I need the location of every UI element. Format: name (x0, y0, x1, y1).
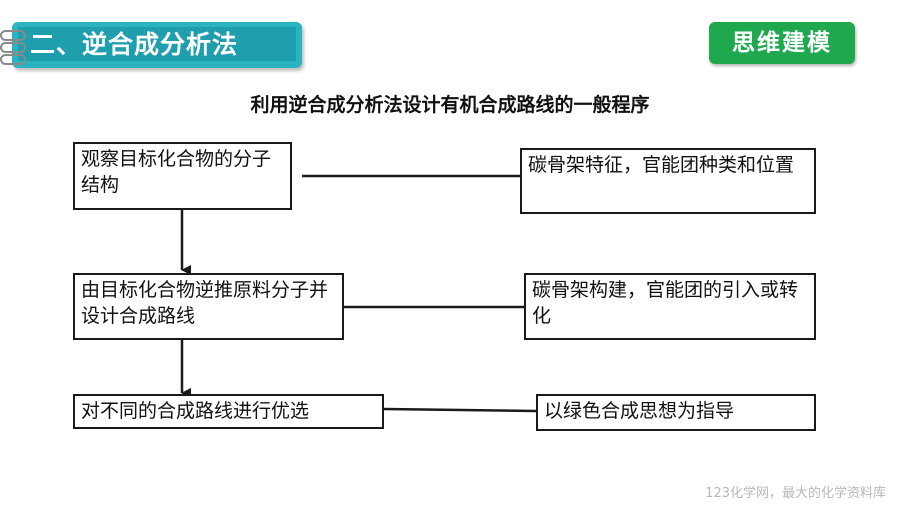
step2-detail-box: 碳骨架构建，官能团的引入或转化 (524, 273, 816, 340)
binder-ring-icon (0, 30, 26, 41)
section-title-tab: 二、逆合成分析法 (12, 22, 302, 68)
thinking-model-badge: 思维建模 (709, 22, 855, 64)
connector-step3-right (383, 407, 537, 413)
binder-ring-icon (0, 42, 26, 53)
step3-box: 对不同的合成路线进行优选 (73, 394, 384, 429)
step1-box: 观察目标化合物的分子结构 (73, 142, 292, 210)
section-title: 二、逆合成分析法 (30, 30, 239, 59)
step2-box: 由目标化合物逆推原料分子并设计合成路线 (73, 273, 344, 340)
diagram-title: 利用逆合成分析法设计有机合成路线的一般程序 (250, 94, 650, 116)
step1-detail-box: 碳骨架特征，官能团种类和位置 (520, 148, 816, 214)
step3-detail-box: 以绿色合成思想为指导 (536, 394, 816, 431)
binder-ring-icon (0, 54, 26, 65)
section-title-inner (18, 27, 296, 61)
watermark: 123化学网，最大的化学资料库 (705, 486, 886, 501)
